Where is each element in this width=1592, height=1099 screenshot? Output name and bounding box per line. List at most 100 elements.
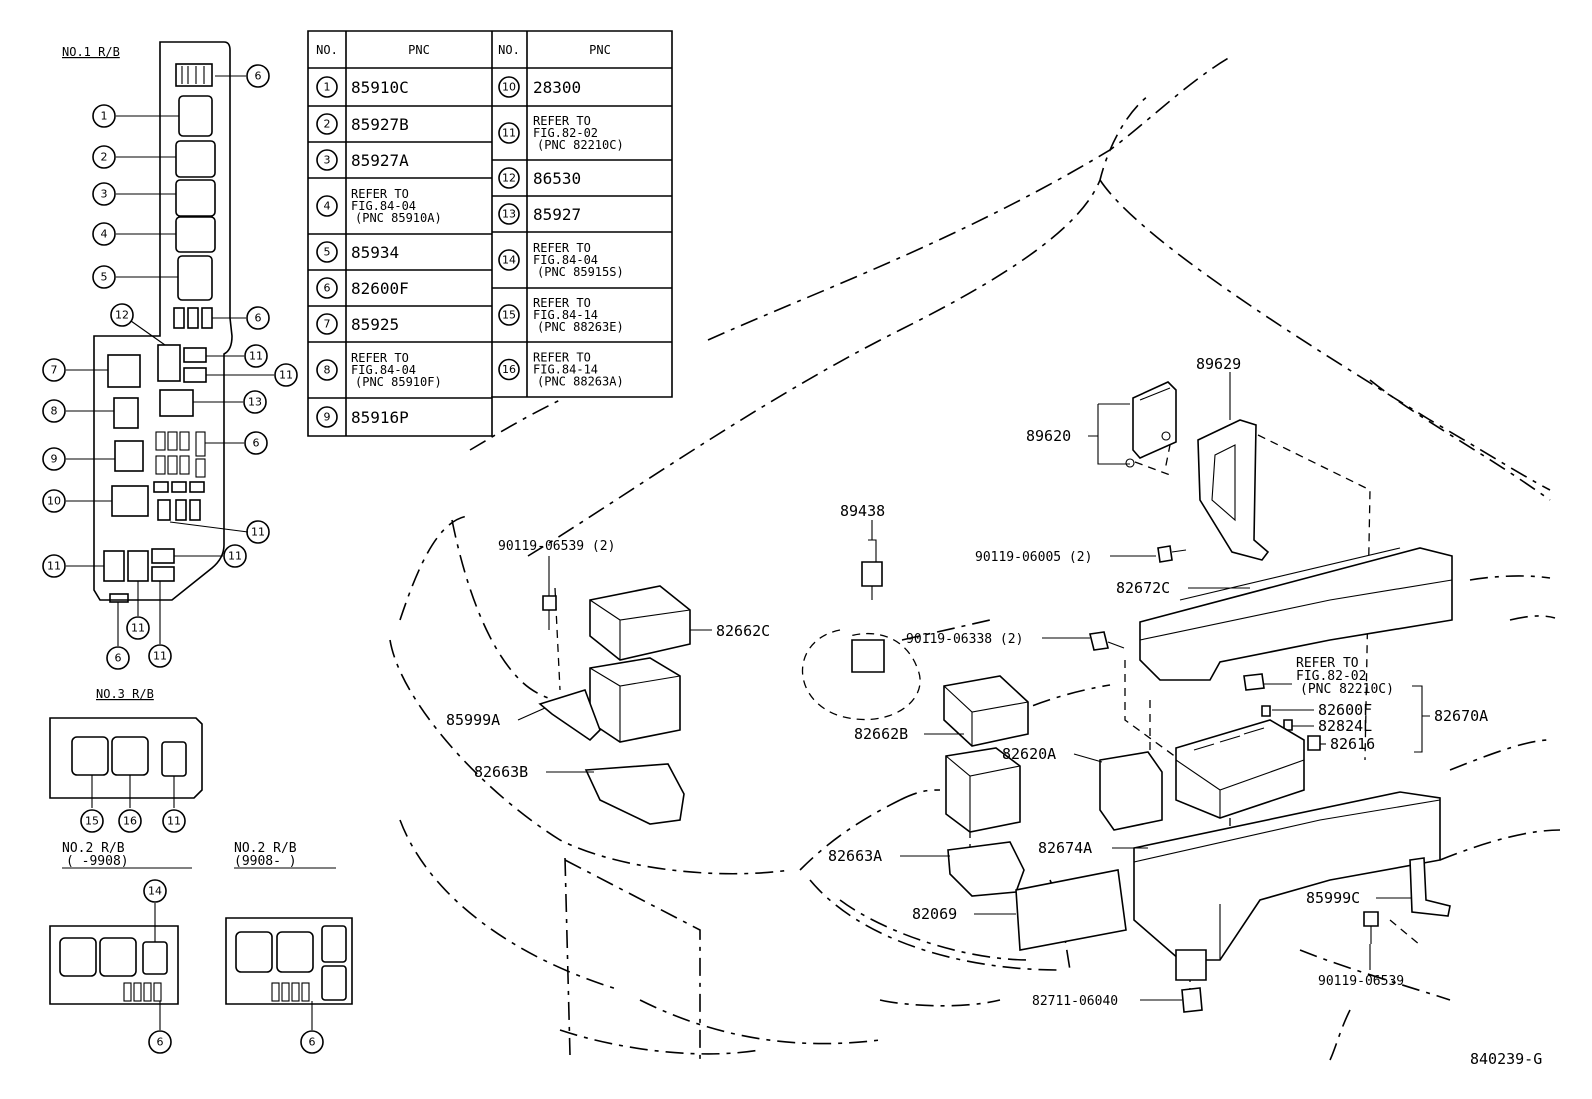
label-89629: 89629: [1196, 355, 1241, 373]
row-number-circle: [316, 359, 338, 381]
row-pnc-line: (PNC 85915S): [537, 265, 624, 279]
diagram-id: 840239-G: [1470, 1050, 1542, 1068]
relay-8: [113, 397, 139, 429]
relay-5: [177, 255, 213, 301]
row-number: 7: [324, 318, 331, 331]
relay-block-no2-late: NO.2 R/B (9908- ) 6: [225, 841, 353, 1054]
svg-text:PNC: PNC: [589, 43, 611, 57]
svg-text:15: 15: [85, 815, 99, 828]
row-number: 12: [502, 172, 516, 185]
label-90119-06338-2: 90119-06338 (2): [906, 632, 1023, 647]
relay-9: [114, 440, 144, 472]
row-number-circle: [316, 76, 338, 98]
row-number: 16: [502, 363, 516, 376]
callout-6: 6: [106, 646, 130, 670]
row-number: 15: [502, 309, 516, 322]
callout-6: 6: [246, 306, 270, 330]
row-number: 9: [324, 411, 331, 424]
label-82674A: 82674A: [1038, 839, 1092, 857]
label-82670A: 82670A: [1434, 707, 1488, 725]
row-pnc: 85927A: [351, 151, 409, 170]
svg-text:NO.: NO.: [316, 43, 338, 57]
label-82711-06040: 82711-06040: [1032, 994, 1118, 1009]
row-pnc-line: REFER TO: [351, 187, 409, 201]
svg-text:13: 13: [248, 396, 262, 409]
label-90119-06005-2: 90119-06005 (2): [975, 550, 1092, 565]
svg-text:NO.: NO.: [498, 43, 520, 57]
row-number: 10: [502, 81, 516, 94]
svg-text:11: 11: [131, 622, 145, 635]
row-pnc-line: FIG.84-14: [533, 308, 598, 322]
svg-text:10: 10: [47, 495, 61, 508]
label-82069: 82069: [912, 905, 957, 923]
row-number-circle: [316, 313, 338, 335]
table-row: 9 85916P: [316, 406, 409, 428]
svg-text:6: 6: [157, 1036, 164, 1049]
label-refer-line3: (PNC 82210C): [1300, 682, 1394, 697]
callout-6: 6: [300, 1030, 324, 1054]
row-pnc-line: (PNC 82210C): [537, 138, 624, 152]
callout-9: 9: [42, 447, 66, 471]
row-pnc-line: REFER TO: [533, 296, 591, 310]
svg-text:8: 8: [51, 405, 58, 418]
callout-12: 12: [110, 303, 134, 327]
svg-text:11: 11: [251, 526, 265, 539]
svg-text:6: 6: [253, 437, 260, 450]
row-pnc-line: (PNC 88263A): [537, 375, 624, 389]
row-number: 8: [324, 364, 331, 377]
row-pnc: 85916P: [351, 408, 409, 427]
callout-5: 5: [92, 265, 116, 289]
callout-6: 6: [246, 64, 270, 88]
label-refer-line1: REFER TO: [1296, 656, 1359, 671]
relay-10: [111, 485, 149, 517]
callout-6: 6: [244, 431, 268, 455]
callout-6: 6: [148, 1030, 172, 1054]
callout-4: 4: [92, 222, 116, 246]
row-pnc-line: (PNC 85910F): [355, 375, 442, 389]
part-labels: 89629 89620 89438 90119-06539 (2) 90119-…: [446, 355, 1488, 1009]
svg-text:11: 11: [279, 369, 293, 382]
svg-text:12: 12: [115, 309, 129, 322]
callout-11: 11: [244, 344, 268, 368]
row-number: 13: [502, 208, 516, 221]
row-pnc-line: REFER TO: [351, 351, 409, 365]
row-pnc-line: FIG.84-04: [351, 199, 416, 213]
relay-13: [159, 389, 194, 417]
row-number: 14: [502, 254, 516, 267]
callout-10: 10: [42, 489, 66, 513]
relay-7: [107, 354, 141, 388]
callout-11: 11: [223, 544, 247, 568]
svg-text:5: 5: [101, 271, 108, 284]
no3-title: NO.3 R/B: [96, 687, 154, 701]
callout-14: 14: [143, 879, 167, 903]
callout-11: 11: [42, 554, 66, 578]
relay-4: [175, 216, 216, 253]
row-number-circle: [498, 122, 520, 144]
row-pnc-line: FIG.82-02: [533, 126, 598, 140]
svg-text:7: 7: [51, 364, 58, 377]
svg-text:11: 11: [167, 815, 181, 828]
callout-7: 7: [42, 358, 66, 382]
callout-15: 15: [80, 809, 104, 833]
label-82824L: 82824L: [1318, 717, 1372, 735]
row-number: 4: [324, 200, 331, 213]
row-number-circle: [316, 406, 338, 428]
svg-text:16: 16: [123, 815, 137, 828]
svg-text:6: 6: [255, 70, 262, 83]
relay-block-no2-early: NO.2 R/B ( -9908) 14 6: [49, 841, 192, 1054]
label-82663A: 82663A: [828, 847, 882, 865]
relay-3: [175, 179, 216, 217]
row-number: 11: [502, 127, 516, 140]
label-refer-line2: FIG.82-02: [1296, 669, 1366, 684]
